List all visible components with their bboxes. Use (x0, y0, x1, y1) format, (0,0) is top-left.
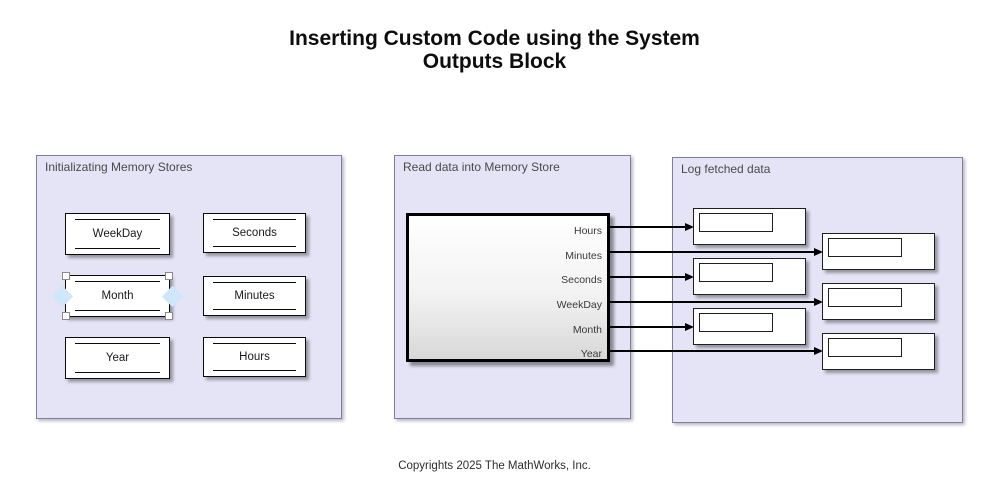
datastore-label-minutes: Minutes (234, 290, 275, 302)
wire-hours[interactable] (610, 226, 685, 228)
display-block-5[interactable] (822, 283, 935, 320)
port-label-month: Month (572, 324, 602, 336)
selection-handle-top-left[interactable] (62, 272, 70, 280)
wire-seconds[interactable] (610, 276, 685, 278)
display-value-box-5 (828, 288, 902, 307)
model-title: Inserting Custom Code using the System O… (0, 27, 989, 73)
wire-seconds-arrowhead-icon (685, 272, 694, 281)
display-block-1[interactable] (693, 208, 806, 245)
datastore-block-minutes[interactable]: Minutes (203, 276, 306, 316)
datastore-block-month-selected[interactable]: Month (51, 272, 184, 320)
model-title-line1: Inserting Custom Code using the System (289, 27, 700, 50)
wire-year[interactable] (610, 350, 814, 352)
datastore-label-hours: Hours (239, 351, 270, 363)
display-value-box-2 (699, 263, 773, 282)
datastore-block-weekday[interactable]: WeekDay (65, 213, 170, 255)
port-label-hours: Hours (573, 225, 602, 237)
port-label-year: Year (580, 348, 602, 360)
datastore-block-year[interactable]: Year (65, 337, 170, 379)
selection-handle-bottom-left[interactable] (62, 312, 70, 320)
subsystem-block[interactable]: Hours Minutes Seconds WeekDay Month Year (406, 213, 610, 362)
port-label-weekday: WeekDay (556, 299, 602, 311)
wire-year-arrowhead-icon (814, 346, 823, 355)
display-value-box-3 (699, 313, 773, 332)
datastore-label-year: Year (105, 352, 130, 364)
datastore-label-seconds: Seconds (232, 227, 277, 239)
display-value-box-6 (828, 338, 902, 357)
wire-weekday-arrowhead-icon (814, 297, 823, 306)
display-block-4[interactable] (822, 233, 935, 270)
wire-minutes-arrowhead-icon (814, 247, 823, 256)
datastore-block-seconds[interactable]: Seconds (203, 213, 306, 253)
display-block-2[interactable] (693, 258, 806, 295)
selection-handle-bottom-right[interactable] (165, 312, 173, 320)
port-label-seconds: Seconds (561, 274, 602, 286)
display-block-3[interactable] (693, 308, 806, 345)
wire-hours-arrowhead-icon (685, 222, 694, 231)
wire-minutes[interactable] (610, 251, 814, 253)
datastore-label-month: Month (101, 290, 134, 302)
area-initializing-label: Initializating Memory Stores (45, 160, 193, 174)
display-block-6[interactable] (822, 333, 935, 370)
display-value-box-4 (828, 238, 902, 257)
area-log-fetched-label: Log fetched data (681, 162, 771, 176)
wire-weekday[interactable] (610, 301, 814, 303)
model-title-line2: Outputs Block (422, 50, 567, 73)
wire-month[interactable] (610, 326, 685, 328)
copyright-text: Copyrights 2025 The MathWorks, Inc. (398, 460, 591, 472)
wire-month-arrowhead-icon (685, 322, 694, 331)
port-label-minutes: Minutes (565, 250, 602, 262)
area-read-data-label: Read data into Memory Store (403, 160, 560, 174)
display-value-box-1 (699, 213, 773, 232)
datastore-label-weekday: WeekDay (92, 228, 143, 240)
datastore-block-hours[interactable]: Hours (203, 337, 306, 377)
selection-handle-top-right[interactable] (165, 272, 173, 280)
